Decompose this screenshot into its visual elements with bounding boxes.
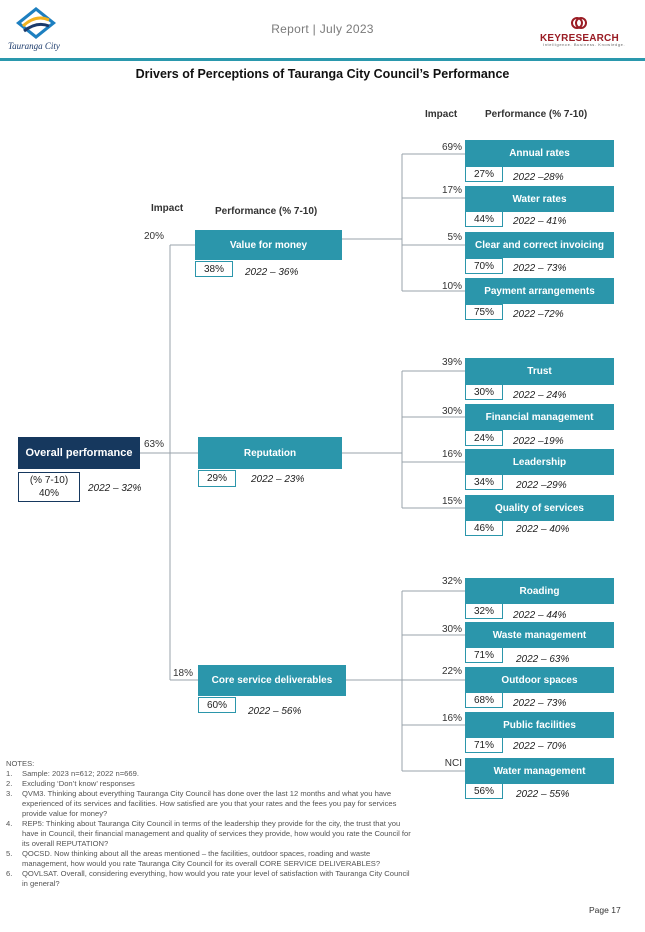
subdriver-score: 68% bbox=[465, 692, 503, 708]
note-text: Sample: 2023 n=612; 2022 n=669. bbox=[22, 769, 139, 778]
subdriver-impact: 16% bbox=[441, 449, 462, 460]
note-text: QVM3. Thinking about everything Tauranga… bbox=[22, 789, 397, 818]
page-title: Drivers of Perceptions of Tauranga City … bbox=[135, 67, 510, 81]
research-tagline: Intelligence. Business. Knowledge. bbox=[543, 42, 626, 47]
subdriver-impact: 69% bbox=[441, 142, 462, 153]
level3-impact-header: Impact bbox=[425, 109, 458, 120]
note-item: 6. QOVLSAT. Overall, considering everyth… bbox=[6, 869, 416, 889]
note-text: REP5: Thinking about Tauranga City Counc… bbox=[22, 819, 411, 848]
subdriver-annual-rates: Annual rates bbox=[465, 140, 614, 167]
overall-performance-box: Overall performance bbox=[18, 437, 140, 469]
subdriver-roading: Roading bbox=[465, 578, 614, 604]
driver-impact: 63% bbox=[143, 439, 164, 450]
subdriver-impact: 32% bbox=[441, 576, 462, 587]
subdriver-comparison: 2022 – 63% bbox=[516, 654, 570, 665]
subdriver-comparison: 2022 – 55% bbox=[516, 789, 570, 800]
note-item: 2.Excluding ‘Don’t know’ responses bbox=[6, 779, 135, 788]
driver-impact: 18% bbox=[172, 668, 193, 679]
subdriver-clear-and-correct-invoicing: Clear and correct invoicing bbox=[465, 232, 614, 258]
subdriver-impact: 17% bbox=[441, 185, 462, 196]
notes-heading: NOTES: bbox=[6, 759, 35, 768]
subdriver-leadership: Leadership bbox=[465, 449, 614, 475]
subdriver-comparison: 2022 – 24% bbox=[513, 390, 567, 401]
subdriver-waste-management: Waste management bbox=[465, 622, 614, 648]
tauranga-logo-icon bbox=[16, 7, 56, 39]
subdriver-comparison: 2022 – 70% bbox=[513, 741, 567, 752]
note-text: QOVLSAT. Overall, considering everything… bbox=[22, 869, 410, 888]
driver-core-service-deliverables: Core service deliverables bbox=[198, 665, 346, 696]
subdriver-comparison: 2022 – 44% bbox=[513, 610, 567, 621]
subdriver-outdoor-spaces: Outdoor spaces bbox=[465, 667, 614, 693]
overall-score-box: (% 7-10) 40% bbox=[18, 472, 80, 502]
subdriver-comparison: 2022 –72% bbox=[513, 309, 564, 320]
subdriver-score: 27% bbox=[465, 166, 503, 182]
driver-reputation: Reputation bbox=[198, 437, 342, 469]
subdriver-impact: 15% bbox=[441, 496, 462, 507]
subdriver-financial-management: Financial management bbox=[465, 404, 614, 430]
subdriver-score: 71% bbox=[465, 737, 503, 753]
subdriver-public-facilities: Public facilities bbox=[465, 712, 614, 738]
level2-performance-header: Performance (% 7-10) bbox=[215, 206, 318, 217]
overall-comparison: 2022 – 32% bbox=[88, 483, 142, 494]
subdriver-impact: 10% bbox=[441, 281, 462, 292]
driver-score: 29% bbox=[198, 470, 236, 487]
research-brand: KEYRESEARCH bbox=[540, 33, 619, 44]
driver-comparison: 2022 – 36% bbox=[245, 267, 299, 278]
subdriver-score: 44% bbox=[465, 211, 503, 227]
driver-comparison: 2022 – 56% bbox=[248, 706, 302, 717]
subdriver-impact: NCI bbox=[444, 758, 462, 769]
subdriver-score: 34% bbox=[465, 474, 503, 490]
level2-impact-header: Impact bbox=[151, 203, 184, 214]
driver-score: 60% bbox=[198, 697, 236, 713]
report-title: Report | July 2023 bbox=[271, 22, 374, 36]
note-item: 5.QOCSD. Now thinking about all the area… bbox=[6, 849, 416, 869]
subdriver-score: 75% bbox=[465, 304, 503, 320]
subdriver-comparison: 2022 – 41% bbox=[513, 216, 567, 227]
level3-performance-header: Performance (% 7-10) bbox=[485, 109, 588, 120]
subdriver-score: 71% bbox=[465, 647, 503, 663]
subdriver-score: 70% bbox=[465, 258, 503, 274]
notes-section: NOTES: 1.Sample: 2023 n=612; 2022 n=669.… bbox=[6, 759, 416, 889]
driver-impact: 20% bbox=[143, 231, 164, 242]
note-item: 3.QVM3. Thinking about everything Tauran… bbox=[6, 789, 416, 819]
note-item: 4.REP5: Thinking about Tauranga City Cou… bbox=[6, 819, 416, 849]
org-logo-text: Tauranga City bbox=[8, 41, 60, 51]
subdriver-comparison: 2022 – 40% bbox=[516, 524, 570, 535]
subdriver-water-management: Water management bbox=[465, 758, 614, 784]
subdriver-impact: 30% bbox=[441, 624, 462, 635]
subdriver-comparison: 2022 – 73% bbox=[513, 263, 567, 274]
subdriver-impact: 22% bbox=[441, 666, 462, 677]
note-text: QOCSD. Now thinking about all the areas … bbox=[22, 849, 381, 868]
subdriver-score: 24% bbox=[465, 430, 503, 446]
subdriver-comparison: 2022 –19% bbox=[513, 436, 564, 447]
subdriver-quality-of-services: Quality of services bbox=[465, 495, 614, 521]
driver-value-for-money: Value for money bbox=[195, 230, 342, 260]
subdriver-score: 56% bbox=[465, 783, 503, 799]
note-item: 1.Sample: 2023 n=612; 2022 n=669. bbox=[6, 769, 139, 778]
driver-score: 38% bbox=[195, 261, 233, 277]
subdriver-impact: 39% bbox=[441, 357, 462, 368]
subdriver-score: 32% bbox=[465, 603, 503, 619]
subdriver-comparison: 2022 –29% bbox=[516, 480, 567, 491]
overall-measure: (% 7-10) bbox=[29, 475, 69, 486]
subdriver-impact: 16% bbox=[441, 713, 462, 724]
driver-comparison: 2022 – 23% bbox=[251, 474, 305, 485]
note-text: Excluding ‘Don’t know’ responses bbox=[22, 779, 135, 788]
overall-score: 40% bbox=[38, 488, 59, 499]
header-rule bbox=[0, 58, 645, 61]
subdriver-comparison: 2022 – 73% bbox=[513, 698, 567, 709]
keyresearch-logo-icon bbox=[571, 17, 587, 29]
subdriver-payment-arrangements: Payment arrangements bbox=[465, 278, 614, 304]
page-number: Page 17 bbox=[589, 905, 621, 915]
subdriver-impact: 5% bbox=[447, 232, 462, 243]
subdriver-impact: 30% bbox=[441, 406, 462, 417]
subdriver-score: 46% bbox=[465, 520, 503, 536]
subdriver-comparison: 2022 –28% bbox=[513, 172, 564, 183]
subdriver-score: 30% bbox=[465, 384, 503, 400]
subdriver-trust: Trust bbox=[465, 358, 614, 385]
subdriver-water-rates: Water rates bbox=[465, 186, 614, 212]
